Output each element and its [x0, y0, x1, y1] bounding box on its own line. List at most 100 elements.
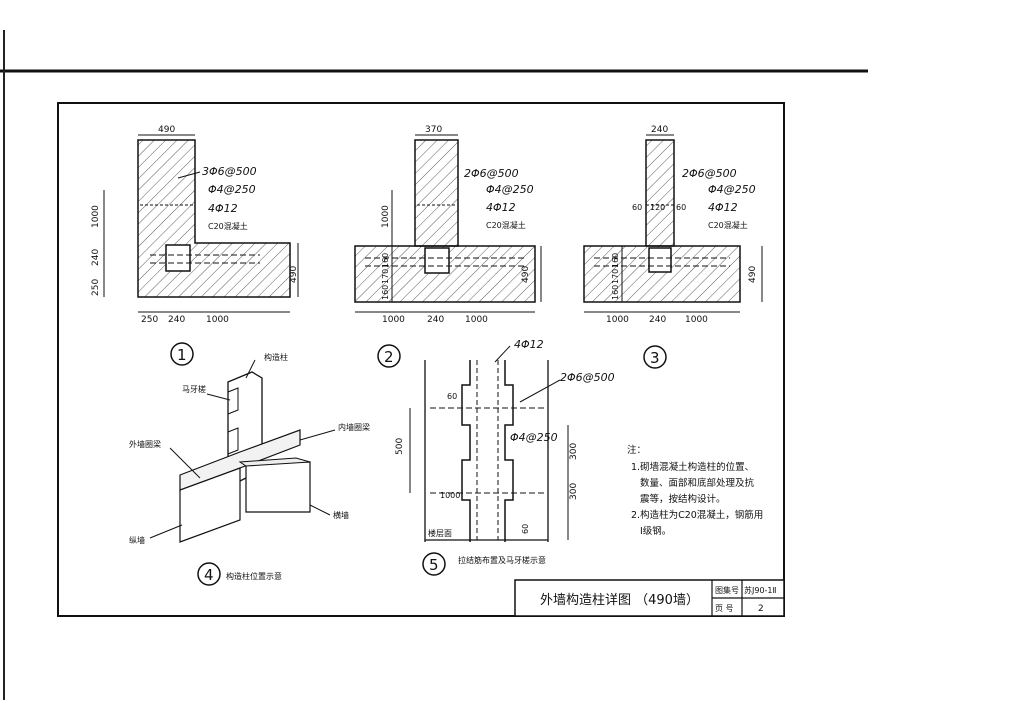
- notes-heading: 注：: [627, 444, 646, 456]
- detail-2-left-dim-1: 1000: [381, 205, 391, 228]
- detail-2-left-dim-2: 160: [381, 285, 390, 300]
- note-line: 数量、面部和底部处理及抗: [640, 477, 755, 489]
- detail-4-outer-ring-label: 外墙圈梁: [129, 439, 161, 449]
- atlas-label: 图集号: [715, 585, 739, 595]
- detail-5-dim-2: 500: [395, 438, 405, 455]
- detail-2: 370 2Φ6@500 Φ4@250 4Φ12 C20混凝土 1000 160 …: [354, 125, 542, 368]
- detail-2-number: 2: [384, 348, 394, 366]
- detail-4-leader: [149, 524, 183, 539]
- detail-4-column-toothing: [227, 387, 239, 455]
- detail-4-cross-wall-top: [238, 457, 311, 467]
- title-block: 外墙构造柱详图 （490墙） 图集号 苏J90-1Ⅱ 页 号 2: [514, 579, 785, 617]
- detail-3-side-dim-3: 60: [676, 203, 686, 212]
- detail-3-right-dim: 490: [748, 266, 758, 283]
- detail-5-toothing-right: [504, 360, 514, 542]
- page-number: 2: [758, 604, 764, 614]
- detail-1-left-dim-1: 1000: [91, 205, 101, 228]
- detail-1-leader: [177, 171, 201, 179]
- detail-4-leader: [309, 504, 331, 516]
- detail-5-caption: 拉结筋布置及马牙槎示意: [458, 555, 546, 565]
- detail-1-bottom-dim-3: 1000: [206, 315, 229, 325]
- detail-4-long-wall-label: 纵墙: [129, 535, 145, 545]
- detail-3-cross-wall: [645, 139, 675, 247]
- detail-2-column: [424, 247, 450, 274]
- detail-5-dim-5: 1000: [440, 491, 460, 500]
- note-line: Ⅰ级钢。: [640, 525, 671, 537]
- detail-5-leader: [519, 379, 561, 403]
- detail-4-number: 4: [204, 566, 214, 584]
- detail-3-number-circle: [643, 345, 667, 369]
- detail-3-left-dim-2: 170: [611, 269, 620, 284]
- detail-1-bottom-dim-1: 250: [141, 315, 158, 325]
- detail-3: 240 2Φ6@500 Φ4@250 4Φ12 C20混凝土 60 120 60…: [583, 125, 763, 369]
- detail-1-left-dim-3: 250: [91, 279, 101, 296]
- detail-2-top-dim: 370: [425, 125, 442, 135]
- detail-3-tie-label: Φ4@250: [708, 183, 756, 196]
- note-line: 震等，按结构设计。: [640, 493, 726, 505]
- detail-2-bottom-dim-3: 1000: [465, 315, 488, 325]
- detail-5-toothing-left: [461, 360, 471, 542]
- page-label: 页 号: [715, 604, 734, 613]
- note-line: 1.砌墙混凝土构造柱的位置、: [631, 461, 754, 473]
- detail-1-stirrup-label: 3Φ6@500: [202, 165, 257, 178]
- drawing-title: 外墙构造柱详图 （490墙）: [540, 593, 699, 608]
- detail-3-column: [648, 247, 672, 273]
- detail-1-bottom-dim-2: 240: [168, 315, 185, 325]
- detail-3-top-dim: 240: [651, 125, 668, 135]
- detail-4-inner-ring-label: 内墙圈梁: [338, 422, 370, 432]
- detail-4-cross-wall: [245, 461, 311, 513]
- detail-1-number: 1: [177, 346, 187, 364]
- detail-2-number-circle: [377, 344, 401, 368]
- detail-4-toothing-label: 马牙槎: [182, 384, 206, 394]
- detail-2-right-dim: 490: [521, 266, 531, 283]
- drawing-frame: [57, 102, 785, 617]
- detail-5-leader: [494, 345, 511, 363]
- detail-3-number: 3: [650, 349, 660, 367]
- atlas-number: 苏J90-1Ⅱ: [744, 585, 777, 595]
- detail-1-wall-section: [137, 139, 291, 298]
- detail-5-dim-6: 60: [521, 524, 530, 534]
- detail-3-concrete-label: C20混凝土: [708, 220, 748, 230]
- detail-2-cross-wall: [414, 139, 459, 247]
- detail-4-caption: 构造柱位置示意: [226, 571, 282, 581]
- detail-4-leader: [206, 393, 231, 401]
- notes: 注： 1.砌墙混凝土构造柱的位置、 数量、面部和底部处理及抗 震等，按结构设计。…: [627, 444, 763, 537]
- detail-4: 构造柱 马牙槎 外墙圈梁 内墙圈梁 横墙 纵墙 4 构造柱位置示意: [129, 352, 370, 586]
- detail-5-number-circle: [422, 552, 446, 576]
- detail-4-cross-wall-label: 横墙: [333, 510, 349, 520]
- detail-1-top-dim: 490: [158, 125, 175, 135]
- detail-5-stirrup-label: 2Φ6@500: [560, 371, 615, 384]
- detail-5-tie-label: Φ4@250: [510, 431, 558, 444]
- detail-2-tie-label: Φ4@250: [486, 183, 534, 196]
- detail-5-dim-3: 300: [569, 443, 579, 460]
- detail-4-leader: [245, 359, 256, 379]
- detail-1: 490 3Φ6@500 Φ4@250 4Φ12 C20混凝土 1000 240 …: [91, 125, 299, 366]
- detail-5-floor-label: 楼层面: [428, 528, 452, 538]
- detail-2-stirrup-label: 2Φ6@500: [464, 167, 519, 180]
- detail-2-bars-label: 4Φ12: [486, 201, 516, 214]
- detail-3-bottom-dim-2: 240: [649, 315, 666, 325]
- detail-4-leader: [299, 429, 336, 441]
- detail-1-left-dim-2: 240: [91, 249, 101, 266]
- detail-4-leader: [169, 447, 201, 479]
- detail-1-tie-label: Φ4@250: [208, 183, 256, 196]
- detail-1-number-circle: [170, 342, 194, 366]
- detail-2-concrete-label: C20混凝土: [486, 220, 526, 230]
- detail-5: 4Φ12 2Φ6@500 Φ4@250 60 500 300 300 1000 …: [395, 338, 615, 576]
- detail-3-stirrup-label: 2Φ6@500: [682, 167, 737, 180]
- detail-3-side-dim-2: 120: [650, 203, 665, 212]
- detail-2-left-dim-3: 170: [381, 269, 390, 284]
- detail-1-concrete-label: C20混凝土: [208, 221, 248, 231]
- detail-3-side-dim-1: 60: [632, 203, 642, 212]
- detail-3-bottom-dim-3: 1000: [685, 315, 708, 325]
- detail-3-bottom-dim-1: 1000: [606, 315, 629, 325]
- detail-1-bars-label: 4Φ12: [208, 202, 238, 215]
- detail-5-dim-1: 60: [447, 392, 457, 401]
- detail-2-bottom-dim-2: 240: [427, 315, 444, 325]
- detail-1-right-dim: 490: [289, 266, 299, 283]
- detail-5-number: 5: [429, 556, 439, 574]
- detail-2-left-dim-4: 160: [381, 253, 390, 268]
- detail-3-left-dim-3: 160: [611, 253, 620, 268]
- note-line: 2.构造柱为C20混凝土，钢筋用: [631, 509, 763, 521]
